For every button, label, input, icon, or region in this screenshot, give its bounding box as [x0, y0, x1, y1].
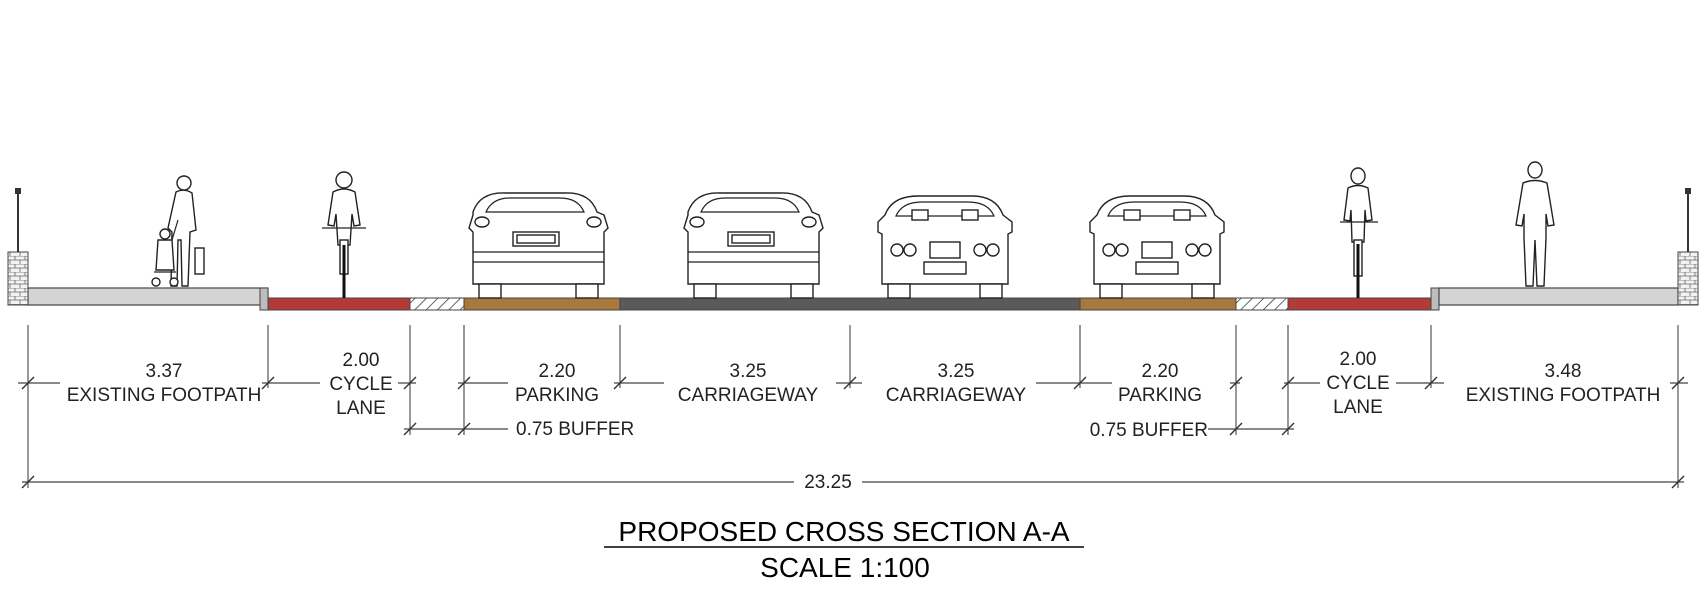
car-front-carriageway-icon [877, 195, 1013, 299]
parking-right-band [1079, 297, 1237, 311]
parked-car-rear-left-icon [468, 192, 609, 299]
cyclist-left-icon [322, 171, 366, 298]
carriageway-left-width: 3.25 [730, 361, 767, 382]
parking-right-label: PARKING [1118, 385, 1202, 406]
footpath-left-band [27, 287, 269, 306]
cycle-lane-right-band [1287, 297, 1432, 311]
carriageway-right-label: CARRIAGEWAY [886, 385, 1027, 406]
cycle-lane-left-band [267, 297, 411, 311]
road-surface [27, 287, 1679, 311]
parking-left-width: 2.20 [539, 361, 576, 382]
car-rear-carriageway-icon [683, 192, 824, 299]
cycle-lane-right-label-2: LANE [1333, 397, 1383, 418]
footpath-right-label: EXISTING FOOTPATH [1466, 385, 1661, 406]
cycle-lane-right-width: 2.00 [1340, 349, 1377, 370]
carriageway-right-width: 3.25 [938, 361, 975, 382]
pedestrian-with-stroller-icon [151, 175, 205, 287]
cycle-lane-right-label-1: CYCLE [1326, 373, 1389, 394]
cycle-lane-left-label-1: CYCLE [329, 374, 392, 395]
buffer-left-band [409, 297, 465, 311]
dimension-labels: 3.37 EXISTING FOOTPATH 2.00 CYCLE LANE 0… [67, 349, 1661, 493]
boundary-wall-left [7, 188, 29, 306]
boundary-wall-right [1677, 188, 1699, 306]
parking-right-width: 2.20 [1142, 361, 1179, 382]
carriageway-left-label: CARRIAGEWAY [678, 385, 819, 406]
buffer-left-label: 0.75 BUFFER [516, 419, 634, 440]
cycle-lane-left-label-2: LANE [336, 398, 386, 419]
drawing-title-block: PROPOSED CROSS SECTION A-A SCALE 1:100 [604, 516, 1084, 583]
carriageway-band [619, 297, 1081, 311]
cycle-lane-left-width: 2.00 [343, 350, 380, 371]
cyclist-right-icon [1340, 167, 1378, 298]
parking-left-label: PARKING [515, 385, 599, 406]
dimension-lines [18, 325, 1688, 489]
drawing-scale: SCALE 1:100 [760, 552, 930, 583]
footpath-left-width: 3.37 [146, 361, 183, 382]
footpath-left-label: EXISTING FOOTPATH [67, 385, 262, 406]
parking-left-band [463, 297, 621, 311]
total-width-label: 23.25 [804, 472, 852, 493]
drawing-title: PROPOSED CROSS SECTION A-A [618, 516, 1070, 547]
car-front-parking-right-icon [1089, 195, 1225, 299]
pedestrian-right-icon [1515, 161, 1555, 287]
kerb-right [1430, 287, 1440, 311]
footpath-right-width: 3.48 [1545, 361, 1582, 382]
buffer-right-band [1235, 297, 1289, 311]
footpath-right-band [1438, 287, 1679, 306]
kerb-left [259, 287, 269, 311]
buffer-right-label: 0.75 BUFFER [1090, 420, 1208, 441]
